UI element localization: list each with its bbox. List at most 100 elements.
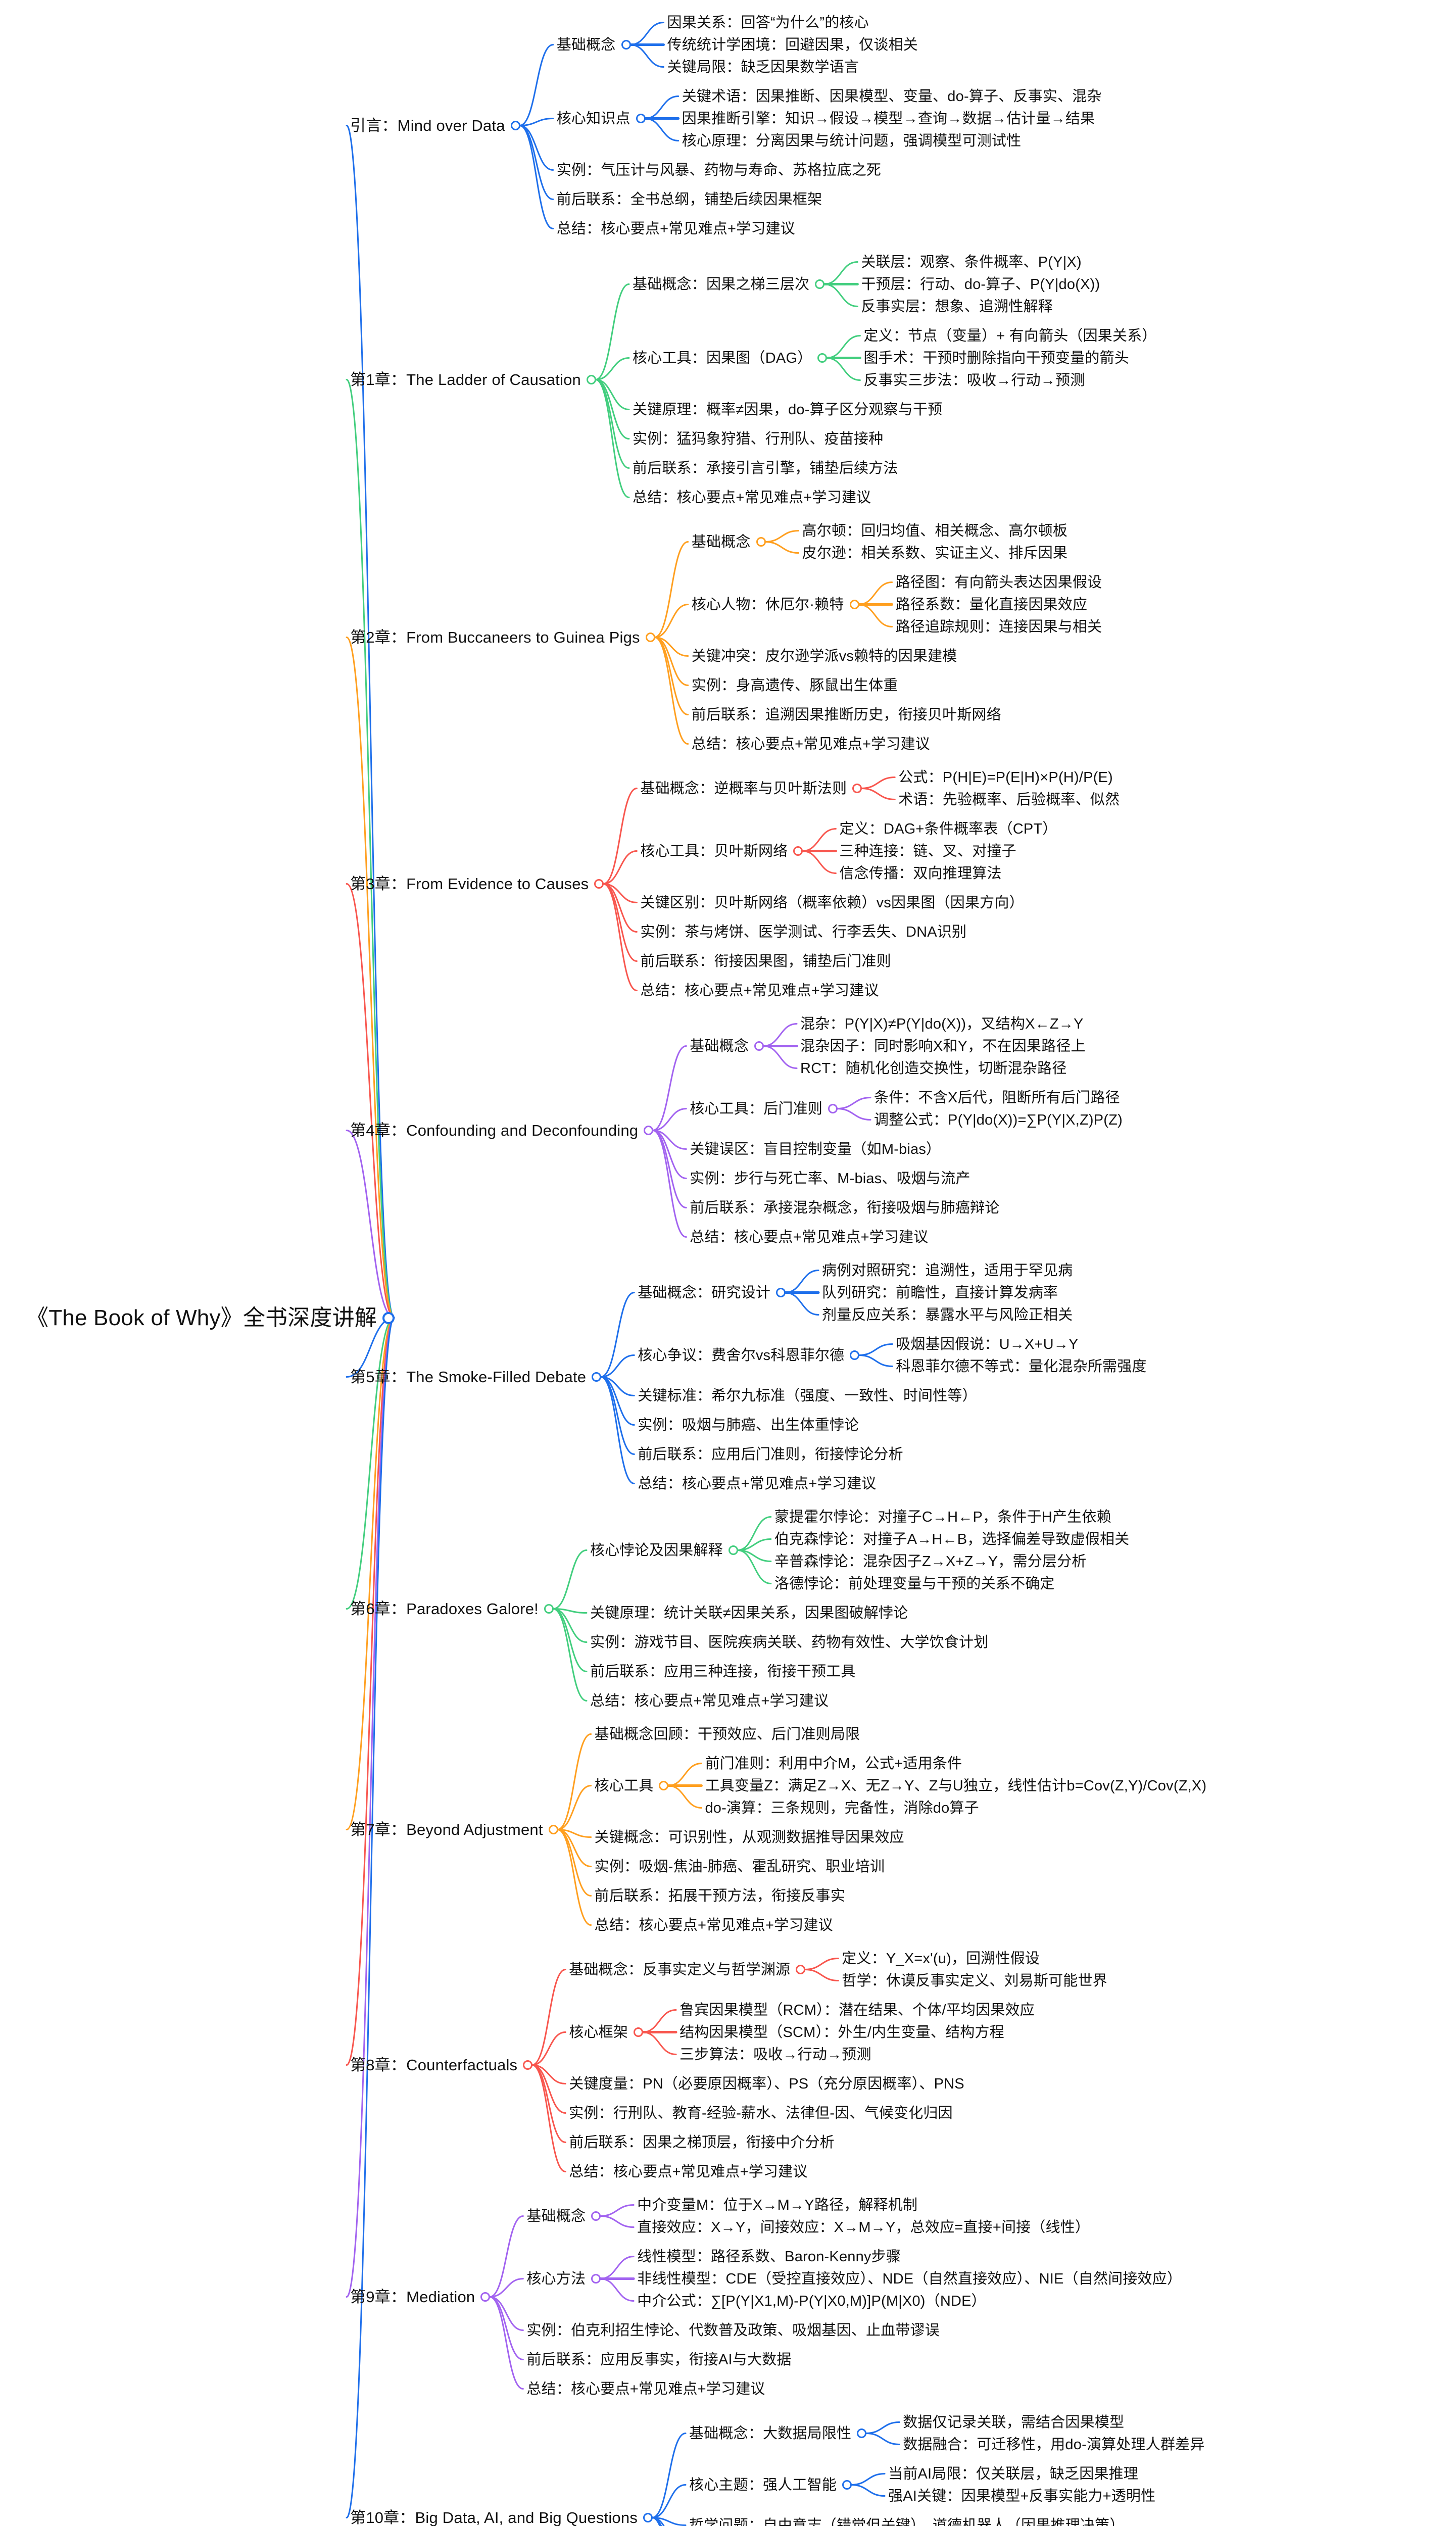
mindmap-node: 基础概念 因果关系：回答“为什么”的核心传统统计学困境：回避因果，仅谈相关关键局限… (557, 13, 1102, 77)
node-label: 路径系数：量化直接因果效应 (895, 596, 1088, 613)
mindmap-node: 前后联系：全书总纲，铺垫后续因果框架 (557, 190, 1102, 209)
node-label: 总结：核心要点+常见难点+学习建议 (590, 1692, 829, 1709)
children-container: 基础概念：逆概率与贝叶斯法则公式：P(H|E)=P(E|H)×P(H)/P(E)… (640, 768, 1120, 1000)
collapse-dot[interactable] (828, 1104, 838, 1113)
node-label-group: 皮尔逊：相关系数、实证主义、排斥因果 (802, 544, 1068, 563)
collapse-dot[interactable] (817, 353, 828, 363)
root-label-group: 《The Book of Why》全书深度讲解 (26, 1303, 395, 1333)
mindmap-edge (652, 1108, 687, 1131)
mindmap-node: 因果推断引擎：知识→假设→模型→查询→数据→估计量→结果 (682, 109, 1102, 128)
node-label-group: 前门准则：利用中介M，公式+适用条件 (705, 1754, 962, 1773)
node-label: 关键概念：可识别性，从观测数据推导因果效应 (594, 1829, 904, 1845)
node-label: 实例：伯克利招生悖论、代数普及政策、吸烟基因、止血带谬误 (526, 2322, 940, 2339)
node-label: 第4章：Confounding and Deconfounding (350, 1121, 639, 1139)
node-label-group: 前后联系：应用三种连接，衔接干预工具 (590, 1662, 856, 1681)
collapse-dot[interactable] (659, 1781, 669, 1790)
mindmap-edge (531, 2031, 566, 2066)
collapse-dot[interactable] (849, 600, 859, 609)
collapse-dot[interactable] (852, 784, 862, 793)
collapse-dot[interactable] (842, 2480, 852, 2490)
collapse-dot[interactable] (594, 879, 604, 889)
mindmap-node: 核心方法线性模型：路径系数、Baron-Kenny步骤非线性模型：CDE（受控直… (526, 2247, 1182, 2311)
node-label-group: 辛普森悖论：混杂因子Z→X+Z→Y，需分层分析 (774, 1552, 1087, 1571)
mindmap-node: 基础概念：反事实定义与哲学渊源定义：Y_X=x'(u)，回溯性假设哲学：休谟反事… (569, 1949, 1107, 1990)
collapse-dot[interactable] (643, 2513, 653, 2522)
collapse-dot[interactable] (592, 1372, 602, 1382)
node-label: 吸烟基因假说：U→X+U→Y (896, 1336, 1079, 1352)
collapse-dot[interactable] (793, 846, 803, 856)
mindmap-edge (850, 2484, 886, 2497)
children-container: 基础概念：因果之梯三层次关联层：观察、条件概率、P(Y|X)干预层：行动、do-… (633, 253, 1157, 507)
collapse-dot[interactable] (728, 1545, 738, 1555)
node-label-group: 基础概念：因果之梯三层次 (633, 275, 825, 294)
mindmap-node: 实例：行刑队、教育-经验-薪水、法律但-因、气候变化归因 (569, 2104, 1107, 2123)
collapse-dot[interactable] (544, 1604, 554, 1614)
node-label: 非线性模型：CDE（受控直接效应）、NDE（自然直接效应）、NIE（自然间接效应… (637, 2270, 1182, 2287)
node-label-group: 基础概念 (557, 35, 631, 55)
node-label: 干预层：行动、do-算子、P(Y|do(X)) (861, 276, 1100, 293)
collapse-dot[interactable] (754, 1041, 764, 1051)
mindmap-edge (602, 788, 638, 885)
mindmap-node: 混杂：P(Y|X)≠P(Y|do(X))，叉结构X←Z→Y (800, 1014, 1086, 1034)
mindmap-node: 因果关系：回答“为什么”的核心 (667, 13, 918, 32)
collapse-dot[interactable] (591, 2211, 601, 2221)
node-label-group: 科恩菲尔德不等式：量化混杂所需强度 (896, 1357, 1146, 1376)
node-label: 基础概念 (526, 2208, 586, 2224)
collapse-dot[interactable] (480, 2292, 491, 2302)
collapse-dot[interactable] (586, 375, 596, 384)
collapse-dot[interactable] (636, 114, 646, 123)
collapse-dot[interactable] (591, 2274, 601, 2284)
mindmap-edge (552, 1608, 588, 1702)
node-label: 引言：Mind over Data (350, 116, 505, 134)
collapse-dot[interactable] (796, 1965, 806, 1974)
node-label: 术语：先验概率、后验概率、似然 (898, 791, 1120, 808)
mindmap-node: 总结：核心要点+常见难点+学习建议 (692, 735, 1102, 754)
node-label: 路径图：有向箭头表达因果假设 (895, 574, 1102, 591)
node-label-group: 定义：Y_X=x'(u)，回溯性假设 (842, 1949, 1040, 1968)
node-label-group: 实例：游戏节目、医院疾病关联、药物有效性、大学饮食计划 (590, 1633, 988, 1652)
collapse-dot[interactable] (645, 633, 655, 642)
node-label: 前后联系：追溯因果推断历史，衔接贝叶斯网络 (691, 706, 1001, 723)
collapse-dot[interactable] (644, 1126, 654, 1135)
mindmap-node: 直接效应：X→Y，间接效应：X→M→Y，总效应=直接+间接（线性） (637, 2218, 1090, 2237)
collapse-dot[interactable] (815, 279, 825, 289)
mindmap-node: 皮尔逊：相关系数、实证主义、排斥因果 (802, 544, 1068, 563)
node-label: 结构因果模型（SCM）：外生/内生变量、结构方程 (680, 2024, 1004, 2041)
children-container: 基础概念中介变量M：位于X→M→Y路径，解释机制直接效应：X→Y，间接效应：X→… (526, 2196, 1182, 2399)
children-container: 定义：Y_X=x'(u)，回溯性假设哲学：休谟反事实定义、刘易斯可能世界 (842, 1949, 1107, 1990)
collapse-dot[interactable] (850, 1350, 860, 1360)
node-label: 前后联系：全书总纲，铺垫后续因果框架 (556, 191, 822, 208)
mindmap-node: 基础概念回顾：干预效应、后门准则局限 (595, 1725, 1207, 1744)
node-label-group: 前后联系：拓展干预方法，衔接反事实 (595, 1886, 845, 1906)
collapse-dot[interactable] (634, 2027, 644, 2037)
node-label-group: 吸烟基因假说：U→X+U→Y (896, 1335, 1078, 1354)
collapse-dot[interactable] (756, 537, 766, 547)
collapse-dot[interactable] (621, 40, 631, 50)
collapse-dot[interactable] (523, 2060, 533, 2070)
collapse-dot[interactable] (548, 1825, 558, 1834)
mindmap-edge (557, 1733, 592, 1830)
mindmap-node: 核心原理：分离因果与统计问题，强调模型可测试性 (682, 131, 1102, 151)
node-label: 皮尔逊：相关系数、实证主义、排斥因果 (802, 545, 1068, 561)
node-label: 关键度量：PN（必要原因概率）、PS（充分原因概率）、PNS (569, 2075, 964, 2092)
children-container: 因果关系：回答“为什么”的核心传统统计学困境：回避因果，仅谈相关关键局限：缺乏因… (667, 13, 918, 77)
mindmap-edge (865, 2433, 900, 2445)
children-container: 病例对照研究：追溯性，适用于罕见病队列研究：前瞻性，直接计算发病率剂量反应关系：… (822, 1261, 1073, 1325)
node-label: 基础概念 (556, 36, 616, 53)
collapse-dot[interactable] (510, 121, 520, 130)
mindmap-edge (489, 2296, 524, 2390)
collapse-dot[interactable] (857, 2428, 867, 2438)
node-label-group: 关键概念：可识别性，从观测数据推导因果效应 (595, 1828, 904, 1847)
node-label: 前后联系：应用反事实，衔接AI与大数据 (526, 2351, 792, 2368)
mindmap-node: 强AI关键：因果模型+反事实能力+透明性 (888, 2487, 1155, 2506)
node-label: 高尔顿：回归均值、相关概念、高尔顿板 (802, 522, 1068, 539)
collapse-dot[interactable] (382, 1311, 395, 1324)
mindmap-edge (595, 283, 630, 380)
node-label-group: 总结：核心要点+常见难点+学习建议 (595, 1916, 833, 1935)
collapse-dot[interactable] (776, 1288, 786, 1297)
node-label: 核心知识点 (556, 110, 630, 127)
node-label-group: 公式：P(H|E)=P(E|H)×P(H)/P(E) (898, 768, 1113, 787)
